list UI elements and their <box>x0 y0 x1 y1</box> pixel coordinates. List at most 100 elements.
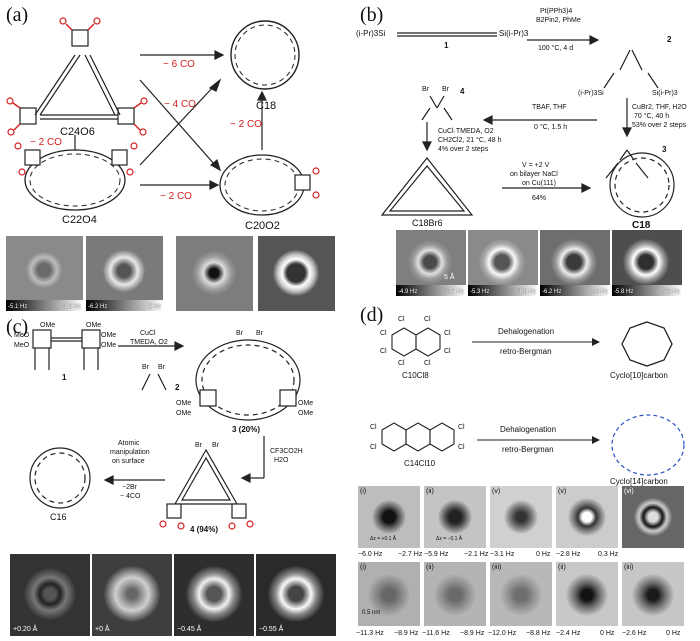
c-cmpd-2: 2 <box>175 383 180 392</box>
c-cond3-2: on surface <box>112 458 145 465</box>
d-cl-6: Cl <box>444 348 451 355</box>
d-cl-4: Cl <box>444 330 451 337</box>
c-br-3a: Br <box>236 330 243 337</box>
c-cmpd-1: 1 <box>62 373 67 382</box>
b-cond2-2: 53% over 2 steps <box>632 122 687 129</box>
c-meo-1: MeO <box>14 332 30 339</box>
afm-b-1: 5 Å -4.9 Hz-0.7 Hz <box>396 230 466 296</box>
afm-a-1: -5.1 Hz-1.2 Hz <box>6 236 83 311</box>
d2-hi-3: −8.8 Hz <box>526 630 551 637</box>
b-tips-1: (i-Pr)3Si <box>356 29 386 38</box>
c-br-4b: Br <box>212 442 219 449</box>
b-br-4a: Br <box>422 86 429 93</box>
afm-c-4: −0.55 Å <box>256 554 336 636</box>
d-cl-8: Cl <box>424 360 431 367</box>
c-ome-6: OMe <box>298 410 314 417</box>
c-ome-1: OMe <box>40 322 56 329</box>
c-cond1-0: CuCl <box>140 330 156 337</box>
c20o2-label: C20O2 <box>245 220 280 232</box>
d-cl-1: Cl <box>398 316 405 323</box>
d2-lo-2: −11.6 Hz <box>422 630 450 637</box>
d-cl-10: Cl <box>458 424 465 431</box>
arrow-label-4: − 2 CO <box>230 119 262 130</box>
afm-a-4 <box>258 236 335 311</box>
arrow-label-3: − 2 CO <box>30 137 62 148</box>
c-ome-5: OMe <box>298 400 314 407</box>
d-cl-7: Cl <box>398 360 405 367</box>
c24o6-structure <box>6 17 320 216</box>
panel-b-label: (b) <box>360 4 384 26</box>
c22o4-label: C22O4 <box>62 214 97 226</box>
d-cl-2: Cl <box>424 316 431 323</box>
b-br-4b: Br <box>442 86 449 93</box>
d-prod-2: Cyclo[14]carbon <box>610 477 668 486</box>
b-c18br6-label: C18Br6 <box>412 218 443 228</box>
c-cond2-1: H2O <box>274 457 289 464</box>
d-step-2b: retro-Bergman <box>502 445 554 454</box>
c-cond1-1: TMEDA, O2 <box>130 339 168 346</box>
afm-d-1-3: (v) <box>490 486 552 548</box>
d2-hi-4: 0 Hz <box>600 630 615 637</box>
b-cond2-1: 70 °C, 40 h <box>634 113 670 120</box>
d-cl-3: Cl <box>380 330 387 337</box>
panel-c-label: (c) <box>6 316 29 338</box>
b-cond4-1: CH2Cl2, 21 °C, 48 h <box>438 137 502 144</box>
d-scale: 0.5 nm <box>362 610 381 616</box>
panel-c-scheme <box>29 329 301 530</box>
c-ome-8: OMe <box>176 410 192 417</box>
afm-d-1-4: (v) <box>556 486 618 548</box>
b-cond5-0: V = +2 V <box>522 162 550 169</box>
d-cl-12: Cl <box>458 444 465 451</box>
c-ome-7: OMe <box>176 400 192 407</box>
d1-lo-4: −2.8 Hz <box>556 551 581 558</box>
arrow-label-1: − 6 CO <box>163 59 195 70</box>
afm-d-1-5: (vi) <box>622 486 684 548</box>
arrow-label-5: − 2 CO <box>160 191 192 202</box>
d1-hi-4: 0.3 Hz <box>598 551 619 558</box>
c-ome-2: OMe <box>86 322 102 329</box>
c24o6-label: C24O6 <box>60 126 95 138</box>
d-cl-5: Cl <box>380 348 387 355</box>
b-cond4-2: 4% over 2 steps <box>438 146 489 153</box>
d2-hi-2: −8.9 Hz <box>460 630 485 637</box>
c-ome-3: OMe <box>101 332 117 339</box>
d1-lo-3: −3.1 Hz <box>490 551 515 558</box>
b-cond1-1: B2Pin2, PhMe <box>536 17 581 24</box>
afm-a-3 <box>176 236 253 311</box>
d2-lo-3: −12.0 Hz <box>488 630 517 637</box>
d2-lo-4: −2.4 Hz <box>556 630 581 637</box>
c-meo-2: MeO <box>14 342 30 349</box>
d-step-1: Dehalogenation <box>498 327 555 336</box>
c-br-2b: Br <box>158 364 165 371</box>
panel-d-scheme <box>381 321 685 476</box>
afm-d-2-4: (ii) <box>556 562 618 626</box>
d-step-2: Dehalogenation <box>500 425 557 434</box>
b-cond4-0: CuCl·TMEDA, O2 <box>438 128 494 135</box>
c-cond3-4: − 4CO <box>120 493 141 500</box>
afm-c-3: −0.45 Å <box>174 554 254 636</box>
b-cmpd-2: 2 <box>667 35 672 44</box>
d1-lo-1: −6.0 Hz <box>358 551 383 558</box>
c18-label-a: C18 <box>256 100 277 112</box>
b-cmpd-3: 3 <box>662 145 667 154</box>
b-cmpd-1: 1 <box>444 41 449 50</box>
c-cmpd-3: 3 (20%) <box>232 425 261 434</box>
b-cond5-3: 64% <box>532 195 547 202</box>
afm-c-1: +0.20 Å <box>10 554 90 636</box>
panel-a: (a) <box>0 0 345 318</box>
panel-b-scheme <box>380 32 675 218</box>
d1-lo-2: −5.9 Hz <box>424 551 449 558</box>
d2-hi-1: −8.9 Hz <box>394 630 419 637</box>
afm-d-2-3: (iii) <box>490 562 552 626</box>
d-mol-2: C14Cl10 <box>404 459 436 468</box>
c-cmpd-4: 4 (94%) <box>190 525 219 534</box>
arrow-label-2: − 4 CO <box>164 99 196 110</box>
c-br-4a: Br <box>195 442 202 449</box>
panel-d-label: (d) <box>360 304 384 326</box>
panel-d: (d) Cl Cl Cl Cl Cl Cl Cl Cl C10Cl8 Dehal… <box>352 300 700 641</box>
d-mol-1: C10Cl8 <box>402 371 429 380</box>
afm-d-2-2: (ii) <box>424 562 486 626</box>
panel-a-label: (a) <box>6 4 29 26</box>
